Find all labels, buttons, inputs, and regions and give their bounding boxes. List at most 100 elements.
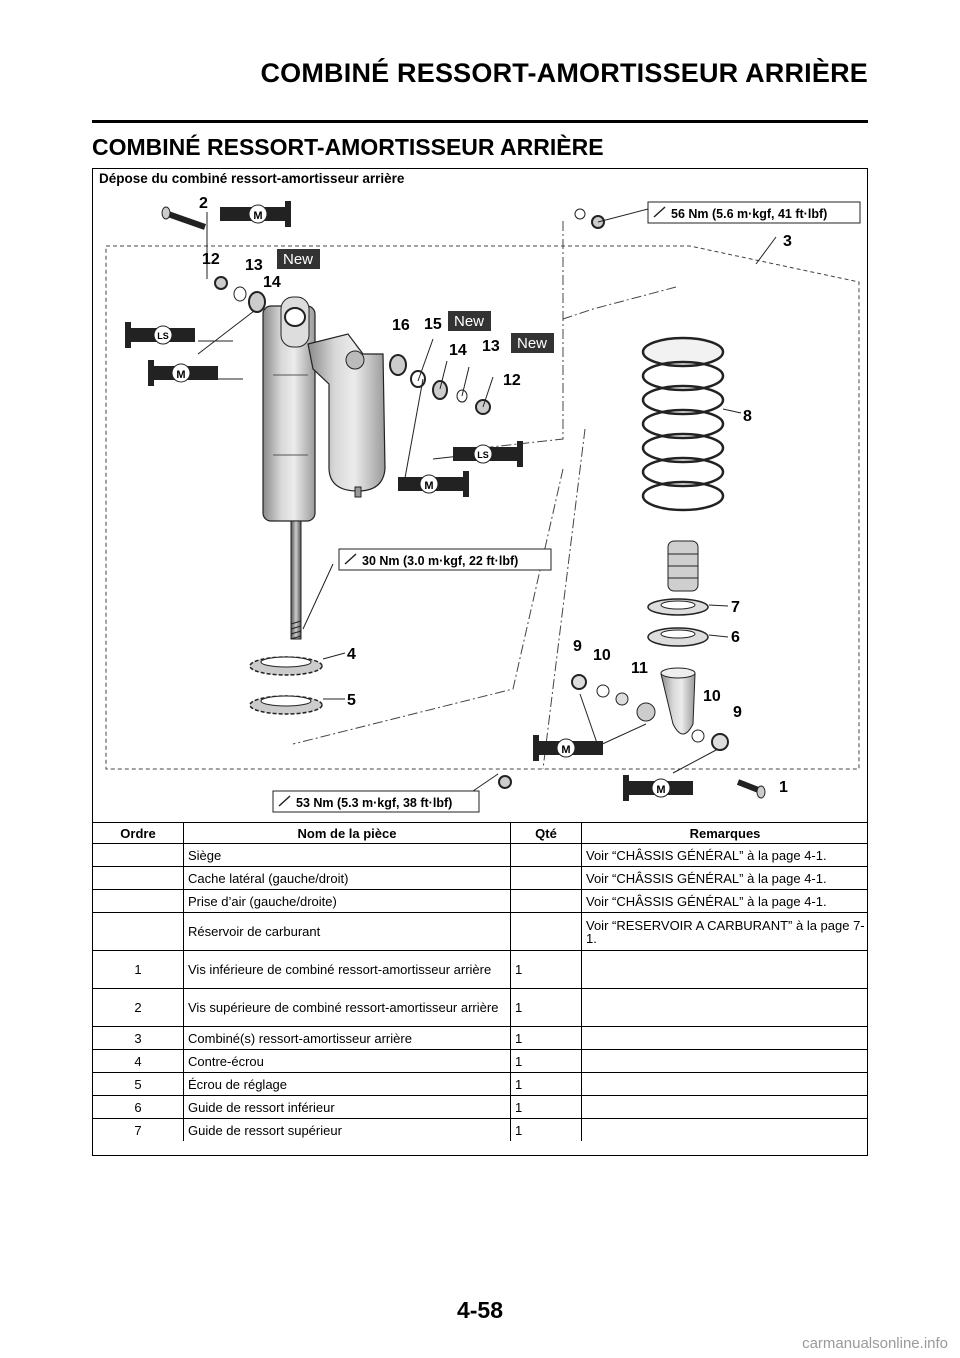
callout-5: 5 — [347, 692, 356, 709]
cell-qty: 1 — [510, 950, 582, 989]
cell-name: Prise d’air (gauche/droite) — [183, 889, 511, 913]
cell-name: Écrou de réglage — [183, 1072, 511, 1096]
cell-name: Vis supérieure de combiné ressort-amorti… — [183, 988, 511, 1027]
svg-text:LS: LS — [157, 331, 169, 341]
cell-order — [93, 843, 184, 867]
col-header-name: Nom de la pièce — [183, 822, 511, 844]
callout-1: 1 — [779, 779, 788, 796]
cell-remarks — [581, 1095, 868, 1119]
table-row: Prise d’air (gauche/droite) Voir “CHÂSSIS… — [93, 889, 868, 913]
assembly-outline — [105, 245, 860, 770]
cell-qty — [510, 843, 582, 867]
table-row: Cache latéral (gauche/droit) Voir “CHÂSSI… — [93, 866, 868, 890]
upper-bolt-2 — [161, 206, 206, 230]
svg-text:New: New — [454, 313, 484, 330]
cell-qty: 1 — [510, 1072, 582, 1096]
callout-14: 14 — [263, 274, 281, 291]
callout-7: 7 — [731, 599, 740, 616]
cell-order — [93, 912, 184, 951]
watermark[interactable]: carmanualsonline.info — [802, 1335, 948, 1352]
header-title: COMBINÉ RESSORT-AMORTISSEUR ARRIÈRE — [260, 58, 868, 88]
cell-remarks: Voir “CHÂSSIS GÉNÉRAL” à la page 4-1. — [581, 889, 868, 913]
cell-remarks — [581, 1026, 868, 1050]
grease-m-symbol: M — [148, 360, 218, 386]
cell-order: 1 — [93, 950, 184, 989]
cell-qty: 1 — [510, 1095, 582, 1119]
cell-qty: 1 — [510, 1026, 582, 1050]
shock-absorber — [262, 296, 386, 640]
cell-remarks — [581, 988, 868, 1027]
cell-name: Réservoir de carburant — [183, 912, 511, 951]
col-header-order: Ordre — [93, 822, 184, 844]
torque-label-53nm: 53 Nm (5.3 m·kgf, 38 ft·lbf) — [272, 790, 480, 813]
cell-remarks — [581, 1072, 868, 1096]
cell-remarks: Voir “CHÂSSIS GÉNÉRAL” à la page 4-1. — [581, 843, 868, 867]
adjusting-nut-5 — [249, 695, 323, 715]
collar-parts-upper — [214, 276, 491, 415]
svg-text:30 Nm (3.0 m·kgf, 22 ft·lbf): 30 Nm (3.0 m·kgf, 22 ft·lbf) — [362, 554, 518, 568]
grease-m-symbol: M — [533, 735, 603, 761]
callout-2: 2 — [199, 195, 208, 212]
lower-spring-guide-6 — [647, 627, 709, 647]
cell-qty: 1 — [510, 988, 582, 1027]
svg-text:M: M — [176, 369, 185, 381]
cell-remarks: Voir “CHÂSSIS GÉNÉRAL” à la page 4-1. — [581, 866, 868, 890]
new-badge: New — [448, 311, 491, 331]
cell-qty — [510, 912, 582, 951]
cell-order: 5 — [93, 1072, 184, 1096]
svg-text:M: M — [253, 210, 262, 222]
header-rule — [92, 120, 868, 123]
cell-name: Contre-écrou — [183, 1049, 511, 1073]
callout-10: 10 — [703, 688, 721, 705]
table-header-row: Ordre Nom de la pièce Qté Remarques — [93, 822, 868, 844]
callout-10: 10 — [593, 647, 611, 664]
callout-12: 12 — [503, 372, 521, 389]
col-header-qty: Qté — [510, 822, 582, 844]
torque-label-30nm: 30 Nm (3.0 m·kgf, 22 ft·lbf) — [338, 548, 552, 571]
grease-m-symbol: M — [220, 201, 291, 227]
cell-order — [93, 866, 184, 890]
cell-name: Cache latéral (gauche/droit) — [183, 866, 511, 890]
cell-name: Vis inférieure de combiné ressort-amorti… — [183, 950, 511, 989]
svg-text:New: New — [283, 251, 313, 268]
grease-m-symbol: M — [623, 775, 693, 801]
torque-label-56nm: 56 Nm (5.6 m·kgf, 41 ft·lbf) — [647, 201, 861, 224]
table-row: Siège Voir “CHÂSSIS GÉNÉRAL” à la page 4-… — [93, 843, 868, 867]
exploded-diagram: 56 Nm (5.6 m·kgf, 41 ft·lbf) 30 Nm (3.0 … — [105, 195, 861, 813]
cell-qty: 1 — [510, 1049, 582, 1073]
cell-name: Guide de ressort inférieur — [183, 1095, 511, 1119]
cell-remarks — [581, 950, 868, 989]
grease-m-symbol: M — [398, 471, 469, 497]
svg-text:M: M — [424, 480, 433, 492]
callout-15: 15 — [424, 316, 442, 333]
lower-nut — [498, 775, 512, 789]
callout-4: 4 — [347, 646, 356, 663]
lithium-soap-symbol: LS — [453, 441, 523, 467]
locknut-4 — [249, 656, 323, 676]
page-number: 4-58 — [456, 1297, 504, 1323]
cell-order: 4 — [93, 1049, 184, 1073]
cell-qty: 1 — [510, 1118, 582, 1141]
cell-qty — [510, 866, 582, 890]
callout-6: 6 — [731, 629, 740, 646]
parts-table: Ordre Nom de la pièce Qté Remarques Sièg… — [93, 822, 868, 1141]
upper-spring-guide-7 — [647, 598, 709, 616]
cell-name: Siège — [183, 843, 511, 867]
lower-bolt-1 — [736, 779, 766, 799]
cell-order: 7 — [93, 1118, 184, 1141]
callout-12: 12 — [202, 251, 220, 268]
cell-order: 3 — [93, 1026, 184, 1050]
lithium-soap-symbol: LS — [125, 322, 195, 348]
svg-text:M: M — [656, 784, 665, 796]
svg-text:M: M — [561, 744, 570, 756]
cell-remarks — [581, 1049, 868, 1073]
spring-8 — [641, 336, 725, 512]
section-title: COMBINÉ RESSORT-AMORTISSEUR ARRIÈRE — [92, 134, 604, 160]
callout-13: 13 — [245, 257, 263, 274]
callout-14: 14 — [449, 342, 467, 359]
